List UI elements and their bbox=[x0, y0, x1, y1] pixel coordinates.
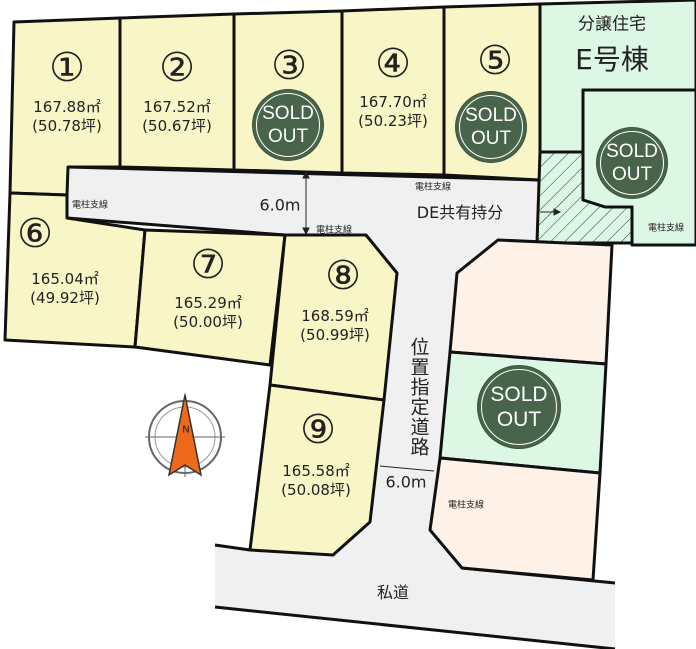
lot-2-number: ② bbox=[159, 45, 195, 91]
pole-label: 電柱支線 bbox=[71, 200, 109, 211]
lot-4-area: 167.70㎡(50.23坪) bbox=[358, 93, 428, 130]
lot-9 bbox=[248, 383, 386, 557]
lot-6-number: ⑥ bbox=[17, 211, 53, 257]
lot-7 bbox=[133, 228, 287, 367]
lot-3-number: ③ bbox=[271, 43, 307, 89]
lot-5-number: ⑤ bbox=[477, 38, 513, 84]
lot-9-area: 165.58㎡(50.08坪) bbox=[281, 462, 351, 499]
lot-4-number: ④ bbox=[375, 41, 411, 87]
lot-8 bbox=[268, 233, 399, 402]
pole-label: 電柱支線 bbox=[414, 182, 452, 193]
private-road-label: 私道 bbox=[376, 583, 410, 602]
parcel-pink-bottom bbox=[428, 456, 602, 582]
shared-ownership-label: DE共有持分 bbox=[416, 203, 504, 222]
road-width-label: 6.0m bbox=[259, 195, 301, 215]
lot-8-number: ⑧ bbox=[325, 253, 361, 299]
road-main bbox=[67, 167, 615, 649]
lot-2 bbox=[118, 12, 236, 172]
lot-8-area: 168.59㎡(50.99坪) bbox=[300, 307, 370, 344]
lot-4 bbox=[340, 5, 446, 177]
compass-north-label: N bbox=[182, 424, 190, 436]
lot-2-area: 167.52㎡(50.67坪) bbox=[142, 98, 212, 135]
compass bbox=[145, 393, 225, 477]
pole-label: 電柱支線 bbox=[447, 500, 485, 511]
dimension-lines bbox=[302, 170, 562, 472]
designated-road-label: 位置指定道路 bbox=[407, 337, 430, 457]
pole-label: 電柱支線 bbox=[647, 223, 685, 234]
lot-9-number: ⑨ bbox=[300, 407, 336, 453]
lot-7-number: ⑦ bbox=[190, 242, 226, 288]
pole-label: 電柱支線 bbox=[315, 225, 353, 236]
lot-7-area: 165.29㎡(50.00坪) bbox=[173, 294, 243, 331]
lot-1-number: ① bbox=[49, 45, 85, 91]
building-e-label-2: E号棟 bbox=[575, 43, 649, 76]
parcel-pink-top bbox=[448, 238, 614, 366]
building-e-label-1: 分譲住宅 bbox=[578, 14, 646, 35]
lot-1-area: 167.88㎡(50.78坪) bbox=[32, 98, 102, 135]
road-width-label: 6.0m bbox=[385, 472, 427, 492]
lot-6-area: 165.04㎡(49.92坪) bbox=[30, 270, 100, 307]
